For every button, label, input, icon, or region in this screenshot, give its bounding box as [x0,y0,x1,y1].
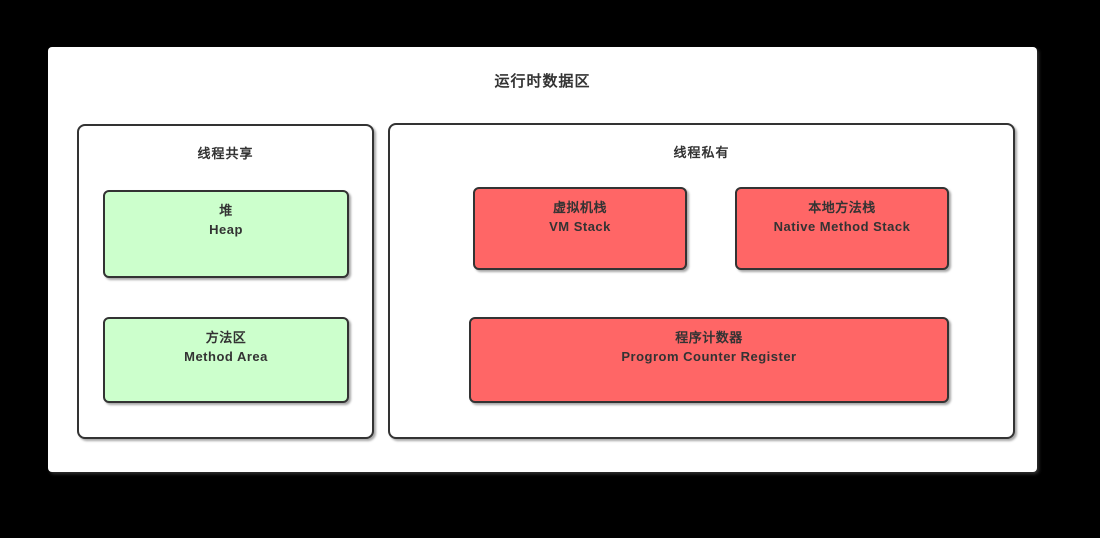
node-method-area-label-en: Method Area [184,349,268,364]
panel-thread-shared: 线程共享 堆 Heap 方法区 Method Area [77,124,374,439]
node-vm-stack: 虚拟机栈 VM Stack [473,187,687,270]
node-program-counter-register-label-en: Progrom Counter Register [621,349,797,364]
node-program-counter-register: 程序计数器 Progrom Counter Register [469,317,949,403]
node-heap-label-en: Heap [209,222,243,237]
node-method-area-label-zh: 方法区 [205,330,247,345]
node-heap-label-zh: 堆 [219,203,233,218]
node-native-method-stack-label-en: Native Method Stack [773,219,911,234]
node-native-method-stack-label-zh: 本地方法栈 [808,200,876,215]
panel-thread-private: 线程私有 虚拟机栈 VM Stack 本地方法栈 Native Method S… [388,123,1015,439]
node-program-counter-register-label-zh: 程序计数器 [675,330,743,345]
diagram-title: 运行时数据区 [494,73,591,90]
panel-thread-shared-label: 线程共享 [197,146,254,161]
node-native-method-stack: 本地方法栈 Native Method Stack [735,187,949,270]
node-vm-stack-label-en: VM Stack [549,219,611,234]
node-heap: 堆 Heap [103,190,349,278]
runtime-data-area-canvas: 运行时数据区 线程共享 堆 Heap 方法区 Method Area 线程私有 … [48,47,1037,472]
panel-thread-private-label: 线程私有 [673,145,730,160]
node-method-area: 方法区 Method Area [103,317,349,403]
node-vm-stack-label-zh: 虚拟机栈 [552,200,607,215]
